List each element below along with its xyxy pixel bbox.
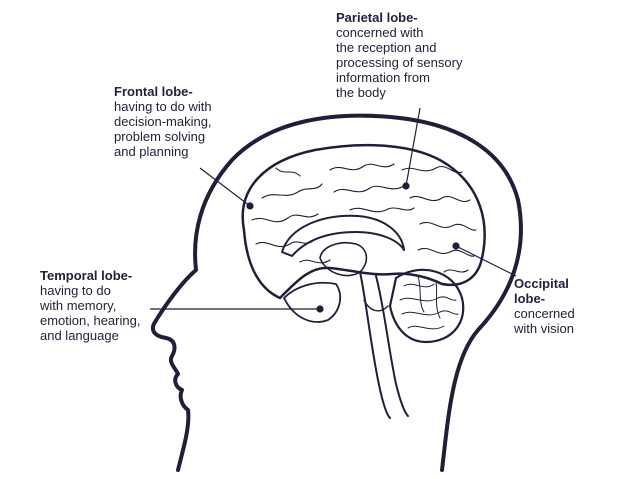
frontal-lobe-label: Frontal lobe- having to do with decision… xyxy=(114,84,212,159)
temporal-lobe-label: Temporal lobe- having to do with memory,… xyxy=(40,268,140,343)
parietal-lobe-description: concerned with the reception and process… xyxy=(336,25,462,100)
occipital-lobe-description: concerned with vision xyxy=(514,306,575,336)
parietal-lobe-label: Parietal lobe- concerned with the recept… xyxy=(336,10,462,100)
brain-gyri xyxy=(252,164,476,272)
head-outline xyxy=(153,116,521,470)
brainstem xyxy=(360,272,390,418)
temporal-lobe xyxy=(284,283,340,322)
temporal-lobe-description: having to do with memory, emotion, heari… xyxy=(40,283,140,343)
occipital-lobe-label: Occipital lobe- concerned with vision xyxy=(514,276,575,336)
frontal-lobe-title: Frontal lobe- xyxy=(114,84,212,99)
temporal-lobe-title: Temporal lobe- xyxy=(40,268,140,283)
corpus-callosum xyxy=(282,216,404,256)
frontal-lobe-description: having to do with decision-making, probl… xyxy=(114,99,212,159)
cerebellum xyxy=(390,270,463,342)
occipital-lobe-title: Occipital lobe- xyxy=(514,276,575,306)
parietal-lobe-title: Parietal lobe- xyxy=(336,10,462,25)
